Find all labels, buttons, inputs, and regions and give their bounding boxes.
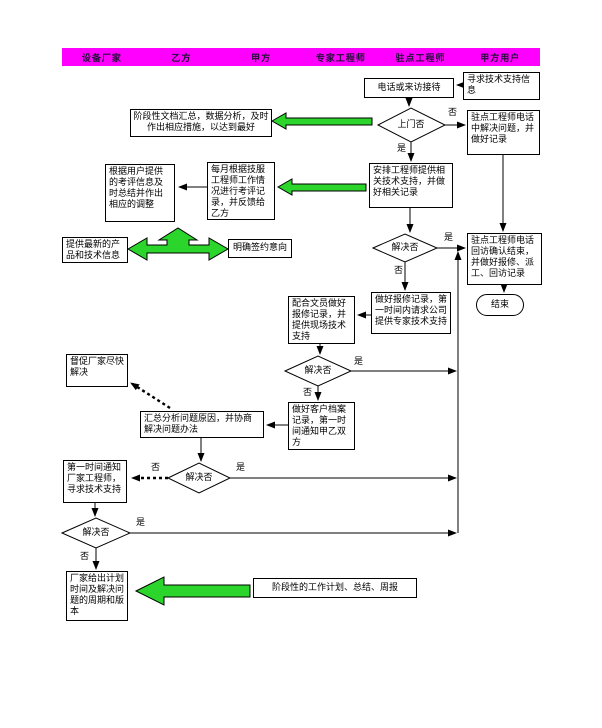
edge-label-no: 否	[80, 552, 90, 562]
green-arrow-left-bottom	[134, 576, 251, 606]
node-sign-intent: 明确签约意向	[228, 239, 292, 258]
edge-label-no: 否	[303, 388, 313, 398]
node-end: 结束	[476, 294, 524, 316]
lane-expert-engineer: 专家工程师	[315, 53, 366, 64]
node-latest-products: 提供最新的产品和技术信息	[62, 237, 128, 263]
diamond-onsite	[376, 107, 447, 143]
node-customer-archive: 做好客户档案记录，第一时间通知甲乙双方	[288, 402, 355, 450]
decision-solve1-label: 解决否	[391, 243, 419, 253]
edge-label-yes: 是	[236, 463, 246, 473]
diamond-solve1	[371, 233, 439, 263]
node-resident-solve: 驻点工程师电话中解决问题，并做好记录	[467, 110, 540, 155]
edge-label-yes: 是	[397, 144, 407, 154]
node-phone-reception: 电话或来访接待	[364, 78, 454, 98]
node-visit-confirm: 驻点工程师电话回访确认结束，并做好报修、派工、回访记录	[467, 233, 542, 285]
edge-label-no: 否	[151, 463, 161, 473]
lane-party-b: 乙方	[171, 53, 192, 64]
lane-resident-engineer: 驻点工程师	[395, 53, 446, 64]
lane-party-a: 甲方	[251, 53, 272, 64]
node-stage-doc: 阶段性文档汇总，数据分析，及时作出相应措施，以达到最好	[130, 109, 272, 137]
green-arrow-three-way	[127, 227, 229, 261]
green-arrow-left-top	[270, 112, 373, 130]
diamond-solve2	[283, 355, 353, 387]
lane-party-a-user: 甲方用户	[480, 53, 521, 64]
decision-solve4-label: 解决否	[82, 528, 110, 538]
node-analyze-cause: 汇总分析问题原因，并协商解决问题办法	[140, 411, 264, 438]
edge-label-no: 否	[448, 108, 458, 118]
flow-connectors	[91, 81, 508, 570]
node-user-adjust: 根据用户提供的考评信息及时总结并作出相应的调整	[105, 164, 175, 222]
edge-label-yes: 是	[354, 357, 364, 367]
decision-diamonds	[60, 107, 447, 549]
edge-label-yes: 是	[136, 518, 146, 528]
swimlane-header: 设备厂家 乙方 甲方 专家工程师 驻点工程师 甲方用户	[62, 48, 540, 66]
decision-solve3-label: 解决否	[185, 473, 213, 483]
edge-label-no: 否	[394, 266, 404, 276]
node-repair-record: 做好报修记录，第一时间内请求公司提供专家技术支持	[371, 292, 451, 334]
node-seek-support: 寻求技术支持信息	[463, 72, 540, 100]
node-coop-clerk: 配合文员做好报修记录，并提供现场技术支持	[288, 296, 355, 344]
node-monthly-eval: 每月根据技服工程师工作情况进行考评记录，并反馈给乙方	[207, 162, 275, 220]
node-arrange-engineer: 安排工程师提供相关技术支持，并做好相关记录	[369, 163, 453, 208]
node-notify-vendor: 第一时间通知厂家工程师，寻求技术支持	[63, 460, 127, 503]
decision-solve2-label: 解决否	[304, 366, 332, 376]
green-arrow-left-mid	[276, 178, 367, 196]
diamond-solve3	[166, 462, 232, 494]
node-vendor-plan: 厂家给出计划时间及解决问题的周期和版本	[66, 571, 128, 621]
node-stage-plan: 阶段性的工作计划、总结、周报	[253, 578, 417, 598]
dashed-connectors	[130, 381, 171, 482]
node-urge-vendor: 督促厂家尽快解决	[66, 354, 128, 387]
diamond-solve4	[60, 517, 132, 549]
green-block-arrows	[127, 112, 373, 606]
edge-label-yes: 是	[444, 233, 454, 243]
decision-onsite-label: 上门否	[397, 120, 425, 130]
lane-equipment-vendor: 设备厂家	[81, 53, 122, 64]
